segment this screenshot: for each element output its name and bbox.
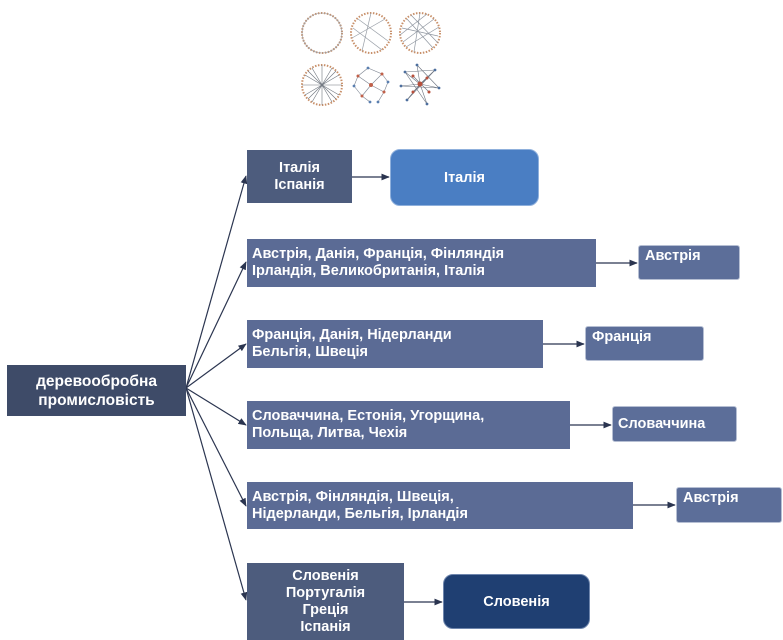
leader-node: Італія [390,149,539,206]
country-group-line: Франція, Данія, Нідерланди [252,327,452,343]
root-label-line: деревообробна [36,372,157,390]
country-group-line: Словенія [292,567,359,584]
country-group-line: Португалія [285,584,366,601]
country-group-node: Словаччина, Естонія, Угорщина, Польща, Л… [247,401,570,449]
country-group-line: Греція [302,601,349,618]
country-group-node: Італія Іспанія [247,150,352,203]
root-node: деревообробна промисловість [7,365,186,416]
leader-node: Франція [585,326,704,361]
cluster-graph-icon [399,63,441,106]
leader-node: Словаччина [612,406,737,442]
ring-graph-icon [301,12,343,54]
ring-graph-icon [350,12,392,54]
country-group-line: Словаччина, Естонія, Угорщина, [252,408,485,424]
branch-arrow-4 [185,387,247,426]
country-group-line: Іспанія [300,618,351,635]
leader-label: Франція [592,329,652,345]
country-group-line: Нідерланди, Бельгія, Ірландія [252,505,468,522]
country-group-line: Ірландія, Великобританія, Італія [252,263,485,279]
leader-label: Австрія [645,248,701,264]
branch-arrow-5 [185,387,247,507]
leader-label: Австрія [683,490,739,506]
leader-node: Австрія [638,245,740,280]
country-group-line: Польща, Литва, Чехія [252,425,408,441]
country-group-node: Словенія Португалія Греція Іспанія [247,563,404,640]
leader-label: Словенія [483,593,550,610]
country-group-line: Італія [279,159,320,176]
country-group-line: Бельгія, Швеція [252,344,368,360]
ring-graph-icon [399,12,441,54]
root-label-line: промисловість [38,391,155,409]
leader-label: Італія [444,169,485,186]
branch-arrow-6 [185,387,248,601]
country-group-node: Австрія, Фінляндія, Швеція, Нідерланди, … [247,482,633,529]
leader-node: Австрія [676,487,782,523]
leader-node: Словенія [443,574,590,629]
country-group-node: Франція, Данія, Нідерланди Бельгія, Швец… [247,320,543,368]
branch-arrow-2 [185,261,247,389]
country-group-line: Іспанія [274,176,325,193]
country-group-node: Австрія, Данія, Франція, Фінляндія Ірлан… [247,239,596,287]
country-group-line: Австрія, Фінляндія, Швеція, [252,488,454,505]
cluster-graph-icon [352,66,390,104]
country-group-line: Австрія, Данія, Франція, Фінляндія [252,246,505,262]
network-thumbnails [296,4,446,108]
branch-arrow-3 [185,343,247,389]
ring-graph-icon [301,64,343,106]
branch-arrow-1 [185,175,248,389]
leader-label: Словаччина [618,416,706,432]
